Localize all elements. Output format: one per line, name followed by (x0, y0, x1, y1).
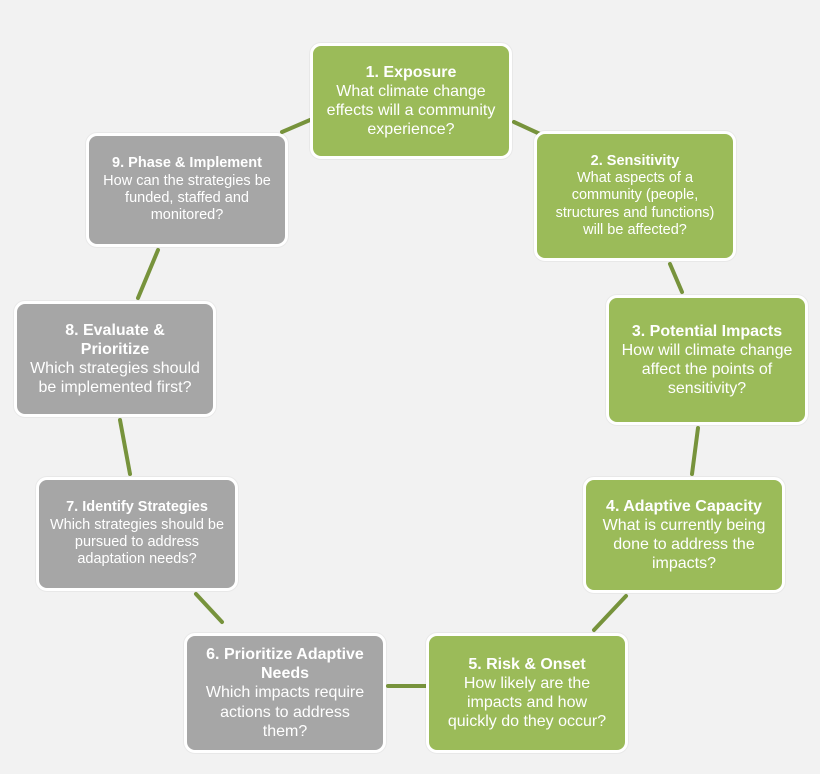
step-question: What is currently being done to address … (602, 516, 766, 573)
step-title: 1. Exposure (365, 63, 457, 81)
step-question: How likely are the impacts and how quick… (447, 674, 607, 731)
step-7-identify-strategies: 7. Identify Strategies Which strategies … (36, 477, 238, 591)
step-title: 9. Phase & Implement (112, 155, 262, 172)
step-9-phase-implement: 9. Phase & Implement How can the strateg… (86, 133, 288, 247)
step-question: How will climate change affect the point… (621, 341, 793, 398)
connector-1-2 (512, 120, 542, 136)
connector-3-4 (690, 426, 700, 476)
step-title: 7. Identify Strategies (66, 499, 208, 516)
step-question: What climate change effects will a commu… (326, 82, 496, 139)
step-4-adaptive-capacity: 4. Adaptive Capacity What is currently b… (583, 477, 785, 593)
step-1-exposure: 1. Exposure What climate change effects … (310, 43, 512, 159)
step-title: 8. Evaluate & Prioritize (65, 321, 165, 358)
step-title: 4. Adaptive Capacity (606, 497, 762, 515)
step-3-potential-impacts: 3. Potential Impacts How will climate ch… (606, 295, 808, 425)
step-title: 6. Prioritize Adaptive Needs (206, 646, 364, 683)
step-6-prioritize-adaptive-needs: 6. Prioritize Adaptive Needs Which impac… (184, 633, 386, 753)
connector-6-7 (194, 592, 224, 624)
step-title: 2. Sensitivity (590, 152, 680, 169)
step-title: 5. Risk & Onset (468, 655, 586, 673)
connector-9-1 (280, 118, 312, 134)
connector-8-9 (136, 248, 160, 300)
step-2-sensitivity: 2. Sensitivity What aspects of a communi… (534, 131, 736, 261)
connector-4-5 (592, 594, 628, 632)
step-title: 3. Potential Impacts (631, 322, 783, 340)
step-question: Which impacts require actions to address… (205, 684, 365, 740)
step-question: Which strategies should be pursued to ad… (49, 516, 225, 568)
connector-2-3 (668, 262, 684, 294)
connector-7-8 (118, 418, 132, 476)
step-5-risk-onset: 5. Risk & Onset How likely are the impac… (426, 633, 628, 753)
step-question: What aspects of a community (people, str… (555, 169, 715, 239)
step-8-evaluate-prioritize: 8. Evaluate & Prioritize Which strategie… (14, 301, 216, 417)
step-question: Which strategies should be implemented f… (30, 360, 200, 397)
step-question: How can the strategies be funded, staffe… (103, 172, 271, 224)
